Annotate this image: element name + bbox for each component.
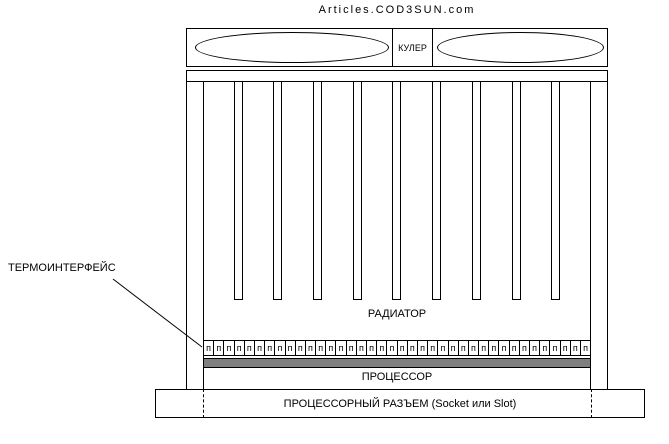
radiator-label: РАДИАТОР xyxy=(367,308,427,320)
radiator-left-rail xyxy=(186,70,204,390)
radiator-fin xyxy=(233,81,243,300)
socket-box: ПРОЦЕССОРНЫЙ РАЗЪЕМ (Socket или Slot) xyxy=(155,389,645,418)
radiator-fin xyxy=(432,81,442,300)
radiator-fin xyxy=(392,81,402,300)
cooler-label: КУЛЕР xyxy=(398,42,427,53)
processor-label: ПРОЦЕССОР xyxy=(361,371,433,383)
site-title: Articles.COD3SUN.com xyxy=(318,4,476,16)
radiator-fins xyxy=(203,81,591,300)
radiator-fin xyxy=(273,81,283,300)
socket-dash-left xyxy=(203,389,204,418)
radiator-fin xyxy=(471,81,481,300)
radiator-right-rail xyxy=(590,70,608,390)
processor-bar xyxy=(203,358,591,368)
cooler-label-box: КУЛЕР xyxy=(392,29,433,66)
cooler-assembly: КУЛЕР xyxy=(186,28,608,67)
socket-dash-right xyxy=(591,389,592,418)
fan-right-ellipse xyxy=(437,32,604,63)
radiator-fin xyxy=(352,81,362,300)
radiator-fin xyxy=(511,81,521,300)
socket-label: ПРОЦЕССОРНЫЙ РАЗЪЕМ (Socket или Slot) xyxy=(283,397,517,410)
radiator-fin xyxy=(551,81,561,300)
thermal-interface-cell: п xyxy=(579,340,592,356)
thermal-interface-label: ТЕРМОИНТЕРФЕЙС xyxy=(8,262,116,274)
fan-left-ellipse xyxy=(195,32,389,63)
radiator-fin xyxy=(313,81,323,300)
